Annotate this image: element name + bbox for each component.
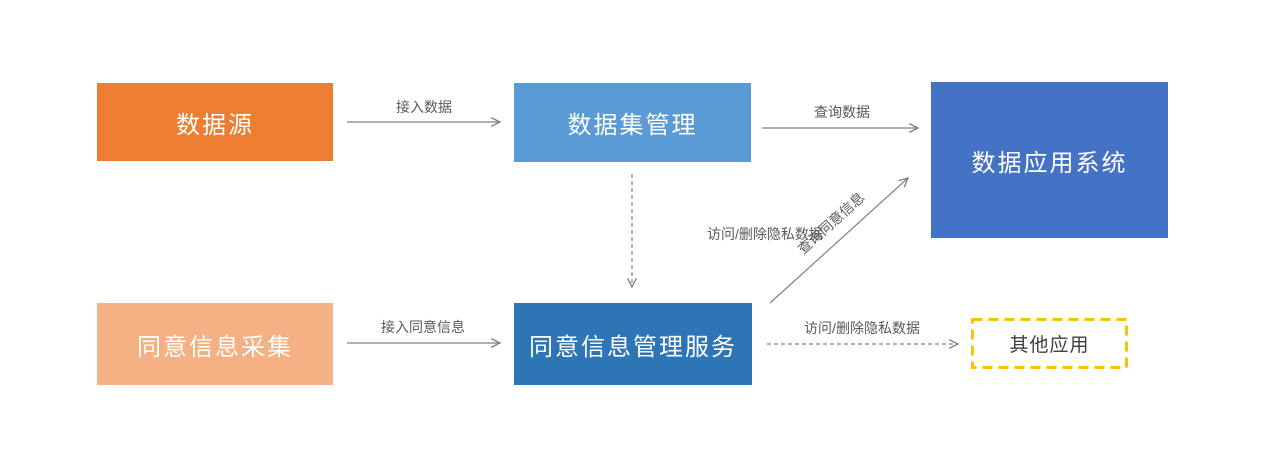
- node-dataset-management: 数据集管理: [514, 83, 751, 162]
- node-consent-management-service: 同意信息管理服务: [514, 303, 752, 385]
- edge-label-access-data: 接入数据: [396, 99, 452, 115]
- node-label-data-source: 数据源: [176, 111, 254, 139]
- node-data-source: 数据源: [97, 83, 333, 161]
- node-label-data-app-system: 数据应用系统: [971, 149, 1128, 177]
- node-label-consent-management-service: 同意信息管理服务: [529, 333, 737, 361]
- node-other-apps: 其他应用: [971, 318, 1128, 369]
- node-label-consent-collection: 同意信息采集: [137, 333, 293, 361]
- node-consent-collection: 同意信息采集: [97, 303, 333, 385]
- edge-label-access-consent-info: 接入同意信息: [381, 319, 465, 335]
- node-label-dataset-management: 数据集管理: [567, 112, 698, 139]
- edge-query-consent-info: [769, 177, 910, 304]
- node-label-other-apps: 其他应用: [1009, 335, 1090, 356]
- other-apps-dashed-border: [971, 318, 1128, 369]
- edge-label-query-data: 查询数据: [814, 104, 870, 120]
- node-data-app-system: 数据应用系统: [931, 82, 1168, 238]
- edge-label-access-delete-private-data-right: 访问/删除隐私数据: [804, 320, 920, 336]
- edge-label-access-delete-private-data-down: 访问/删除隐私数据: [707, 226, 823, 242]
